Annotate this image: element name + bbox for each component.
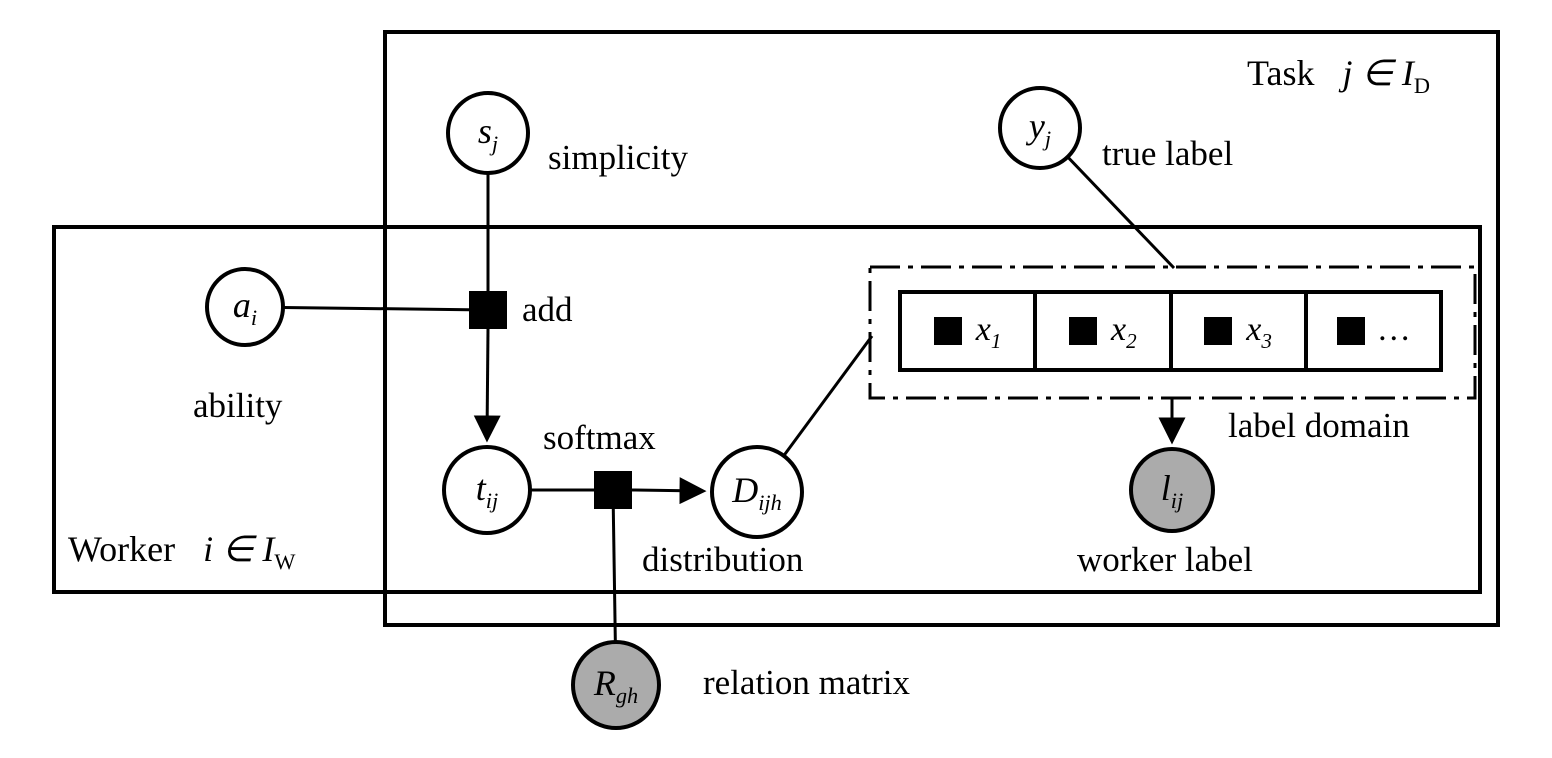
node-distribution: Dijh [710, 445, 804, 539]
true-label-caption: true label [1102, 134, 1234, 173]
edge-add-t [473, 328, 501, 443]
domain-item-label: x2 [1111, 310, 1137, 353]
edge-softmax-distribution [631, 477, 707, 505]
node-relation-matrix: Rgh [571, 640, 661, 730]
node-true-label: yj [998, 86, 1082, 170]
node-simplicity-label: sj [477, 111, 499, 157]
black-square-icon [1069, 317, 1098, 345]
task-plate-prefix: Task [1247, 53, 1315, 93]
domain-item-label: x1 [975, 310, 1002, 353]
task-plate-variable: j ∈ I [1342, 53, 1414, 93]
worker-plate-prefix: Worker [68, 529, 176, 569]
worker-label-caption: worker label [1077, 540, 1253, 579]
relation-matrix-caption: relation matrix [703, 663, 911, 702]
softmax-caption: softmax [543, 418, 656, 457]
task-plate-label: Task j ∈ ID [1247, 52, 1430, 98]
worker-plate [52, 225, 1482, 594]
distribution-caption: distribution [642, 540, 804, 579]
edge-ability-add [244, 305, 489, 312]
label-domain-caption: label domain [1228, 406, 1410, 445]
node-worker-label-label: lij [1160, 468, 1184, 514]
node-t-label: tij [475, 468, 499, 514]
label-domain-cell-1: x1 [902, 294, 1033, 368]
worker-plate-label: Worker i ∈ IW [68, 528, 295, 574]
domain-item-label: x3 [1246, 310, 1272, 353]
node-worker-label: lij [1129, 447, 1215, 533]
node-ability-label: ai [232, 285, 258, 331]
label-domain-cell-2: x2 [1033, 294, 1168, 368]
label-domain-cell-4: … [1303, 294, 1439, 368]
black-square-icon [933, 317, 962, 345]
worker-plate-variable: i ∈ I [203, 529, 275, 569]
domain-item-label: … [1379, 310, 1410, 348]
factor-add [469, 291, 507, 329]
node-relation-matrix-label: Rgh [593, 663, 639, 709]
node-distribution-label: Dijh [732, 470, 782, 516]
black-square-icon [1204, 317, 1233, 345]
label-domain-box: x1 x2 x3 … [898, 290, 1443, 372]
add-caption: add [522, 290, 573, 329]
node-true-label-label: yj [1028, 106, 1052, 152]
factor-softmax [594, 471, 632, 509]
ability-caption: ability [193, 386, 283, 425]
worker-plate-subscript: W [274, 549, 296, 575]
node-ability: ai [205, 267, 285, 347]
simplicity-caption: simplicity [548, 138, 688, 177]
task-plate [383, 30, 1500, 627]
task-plate-subscript: D [1413, 73, 1430, 99]
node-simplicity: sj [446, 91, 530, 175]
node-t: tij [442, 445, 532, 535]
label-domain-cell-3: x3 [1168, 294, 1304, 368]
black-square-icon [1337, 317, 1366, 345]
label-domain-outline [868, 265, 1477, 400]
